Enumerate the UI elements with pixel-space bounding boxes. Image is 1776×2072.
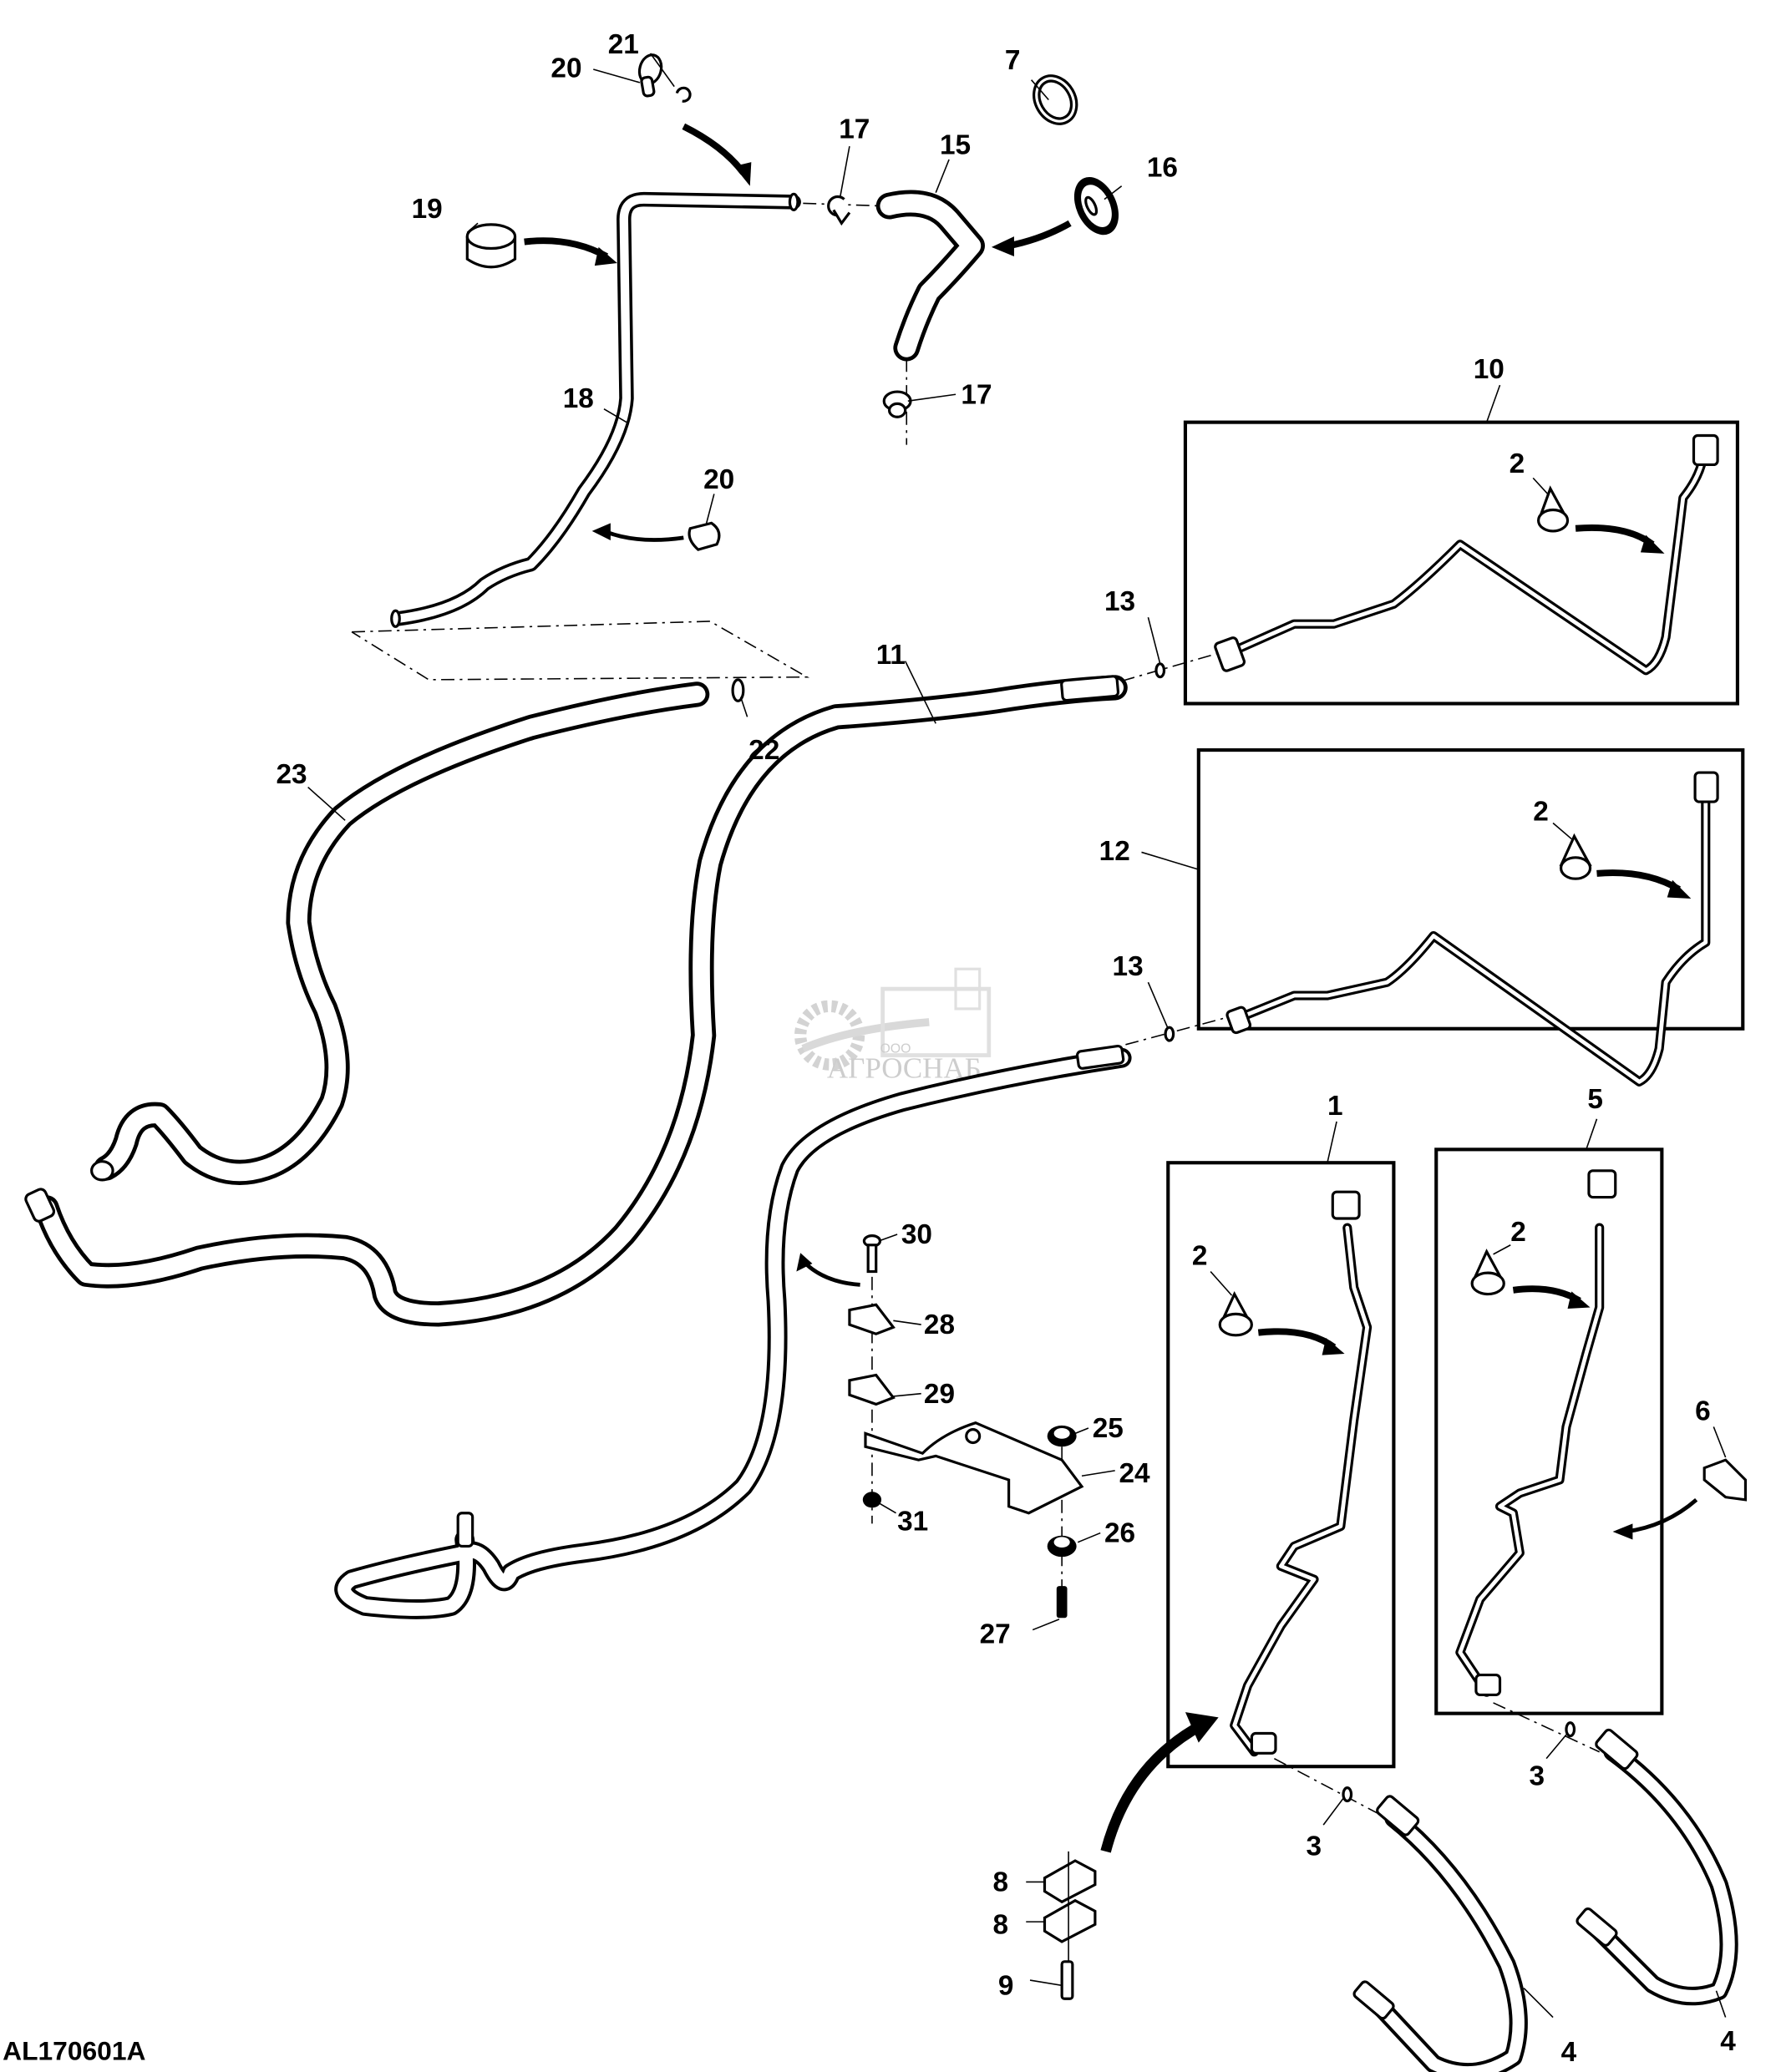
callout-30: 30 xyxy=(901,1219,932,1250)
hose-lower xyxy=(334,1044,1132,1619)
callout-17: 17 xyxy=(839,114,870,145)
callouts: 20 21 7 17 15 16 19 17 18 20 10 2 13 11 … xyxy=(276,29,1736,2068)
callout-29: 29 xyxy=(924,1379,955,1410)
callout-2: 2 xyxy=(1192,1241,1208,1272)
bolt-27 xyxy=(1056,1586,1068,1619)
callout-21: 21 xyxy=(608,29,639,60)
hose-4-left xyxy=(1352,1795,1528,2072)
bolt-30 xyxy=(862,1234,882,1274)
leader-lines xyxy=(307,53,1727,2019)
clip-6 xyxy=(1612,1458,1748,1540)
callout-16: 16 xyxy=(1147,153,1178,184)
oring-13-upper xyxy=(1154,662,1166,679)
nut-21 xyxy=(675,86,692,103)
callout-9: 9 xyxy=(998,1971,1014,2002)
callout-12: 12 xyxy=(1099,836,1130,867)
grommet-16 xyxy=(1073,176,1119,236)
callout-20: 20 xyxy=(551,53,581,84)
callout-6: 6 xyxy=(1695,1396,1711,1426)
nut-31 xyxy=(862,1492,882,1508)
clamp-8-lower xyxy=(1043,1898,1097,1943)
watermark-prefix: ООО xyxy=(880,1041,911,1056)
callout-3: 3 xyxy=(1307,1831,1322,1862)
callout-23: 23 xyxy=(276,759,307,790)
clamp-8-upper xyxy=(1043,1859,1097,1904)
clamp-20-upper xyxy=(637,53,663,98)
callout-4: 4 xyxy=(1720,2026,1736,2057)
callout-25: 25 xyxy=(1093,1413,1124,1444)
plug-2 xyxy=(1470,1249,1505,1296)
clip-28 xyxy=(848,1303,896,1335)
plug-2 xyxy=(1536,485,1570,533)
grommet-25 xyxy=(1047,1425,1077,1447)
callout-2: 2 xyxy=(1510,448,1525,479)
callout-2: 2 xyxy=(1510,1217,1526,1248)
callout-18: 18 xyxy=(563,383,594,414)
callout-27: 27 xyxy=(980,1619,1011,1649)
washer-26 xyxy=(1047,1535,1077,1558)
oring-13-lower xyxy=(1164,1026,1175,1042)
callout-13: 13 xyxy=(1113,951,1144,982)
callout-8: 8 xyxy=(993,1909,1009,1940)
grommet-7 xyxy=(1033,74,1078,125)
pipe-18 xyxy=(390,191,801,628)
clamp-22 xyxy=(731,678,745,702)
plug-2 xyxy=(1559,833,1592,880)
callout-26: 26 xyxy=(1104,1518,1135,1549)
group-box-12 xyxy=(1196,748,1745,1087)
oring-3-right xyxy=(1565,1721,1576,1738)
callout-20: 20 xyxy=(703,464,734,495)
callout-8: 8 xyxy=(993,1867,1009,1898)
group-box-5 xyxy=(1434,1147,1664,1715)
callout-2: 2 xyxy=(1533,796,1549,827)
spacer-19 xyxy=(465,223,517,269)
callout-5: 5 xyxy=(1587,1084,1603,1115)
callout-17: 17 xyxy=(961,379,992,410)
callout-10: 10 xyxy=(1474,354,1505,385)
clamp-17-upper xyxy=(827,195,851,226)
callout-31: 31 xyxy=(897,1506,928,1537)
plug-2 xyxy=(1218,1290,1253,1337)
group-box-1 xyxy=(1166,1161,1396,1769)
clamp-20-lower xyxy=(688,521,721,551)
hose-15 xyxy=(875,190,985,362)
hose-23 xyxy=(90,681,710,1185)
callout-22: 22 xyxy=(748,735,779,766)
callout-3: 3 xyxy=(1529,1760,1545,1791)
bolt-9 xyxy=(1060,1960,1074,2000)
hose-4-right xyxy=(1576,1728,1738,2006)
callout-7: 7 xyxy=(1005,45,1021,76)
callout-15: 15 xyxy=(940,130,971,161)
callout-24: 24 xyxy=(1119,1458,1150,1489)
clip-29 xyxy=(848,1373,896,1406)
figure-id: AL170601A xyxy=(3,2035,145,2065)
bracket-24 xyxy=(864,1421,1084,1515)
callout-13: 13 xyxy=(1104,586,1135,617)
hose-11 xyxy=(24,675,1128,1327)
oring-3-left xyxy=(1342,1786,1353,1803)
callout-4: 4 xyxy=(1561,2037,1577,2068)
callout-19: 19 xyxy=(412,194,443,225)
callout-11: 11 xyxy=(876,640,906,671)
group-box-10 xyxy=(1183,420,1739,706)
callout-1: 1 xyxy=(1327,1091,1343,1122)
callout-28: 28 xyxy=(924,1310,955,1340)
watermark-logo: ООО АГРОСНАБ xyxy=(794,967,992,1085)
